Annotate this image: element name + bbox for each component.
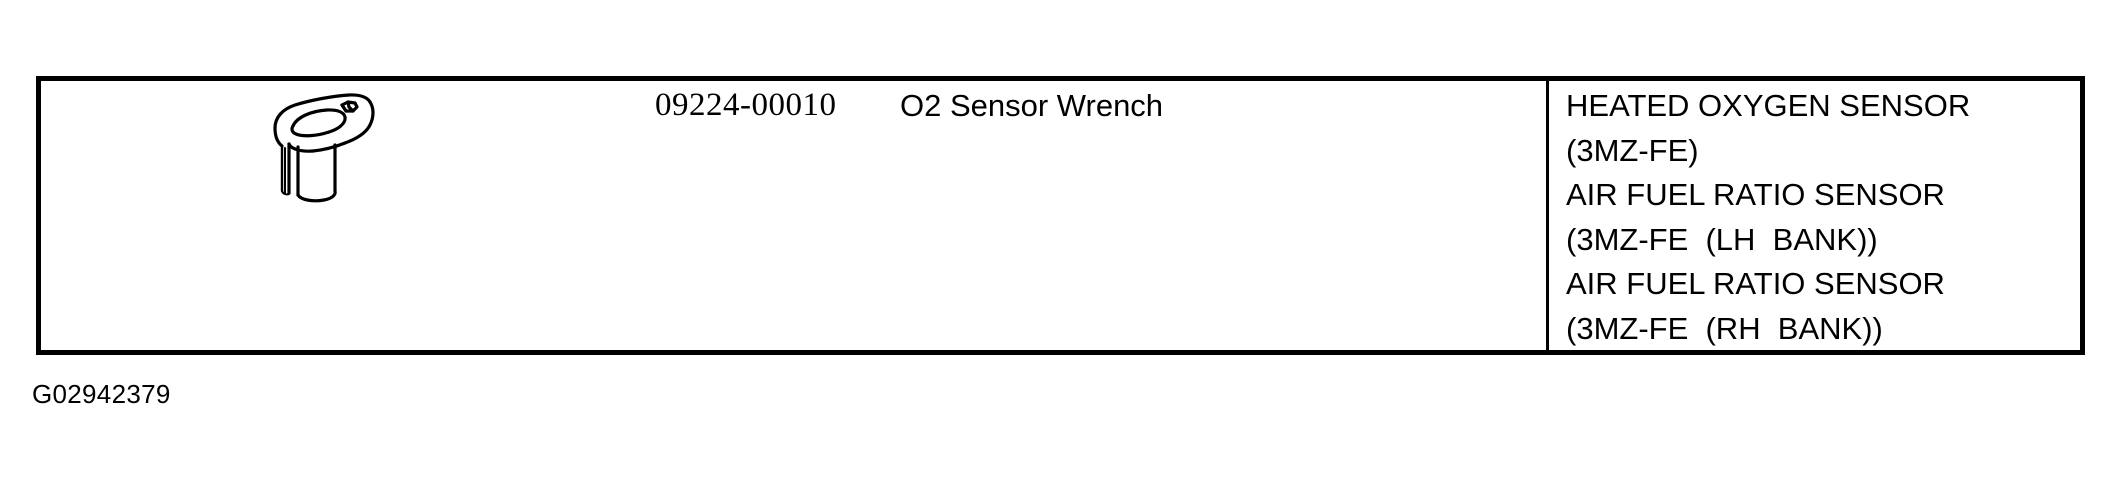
- tool-name: O2 Sensor Wrench: [900, 88, 1164, 123]
- application-line: (3MZ-FE (RH BANK)): [1566, 310, 1883, 346]
- application-list: HEATED OXYGEN SENSOR (3MZ-FE) AIR FUEL R…: [1566, 84, 2066, 351]
- application-line: (3MZ-FE): [1566, 132, 1699, 168]
- figure-caption: G02942379: [32, 379, 171, 409]
- o2-sensor-wrench-illustration: [241, 81, 431, 211]
- application-line: AIR FUEL RATIO SENSOR: [1566, 177, 1945, 212]
- sst-tool-table: 09224-00010 O2 Sensor Wrench HEATED OXYG…: [36, 76, 2085, 355]
- application-line: HEATED OXYGEN SENSOR: [1566, 88, 1971, 123]
- application-line: AIR FUEL RATIO SENSOR: [1566, 266, 1945, 301]
- part-number: 09224-00010: [655, 87, 837, 123]
- column-divider: [1546, 81, 1549, 350]
- application-line: (3MZ-FE (LH BANK)): [1566, 221, 1878, 257]
